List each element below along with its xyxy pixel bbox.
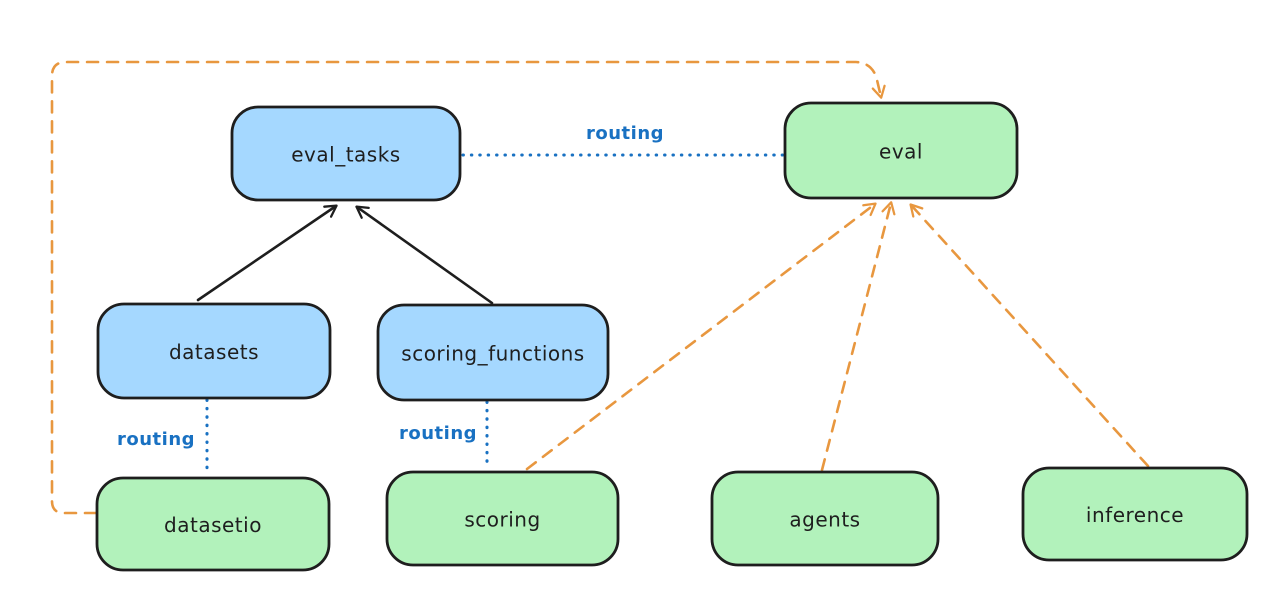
edge-datasets-eval_tasks (196, 204, 338, 302)
edge-scoring-eval (525, 202, 877, 471)
edge-label-eval_tasks-eval: routing (586, 123, 664, 144)
node-scoring: scoring (385, 470, 620, 567)
node-datasets: datasets (96, 302, 332, 400)
edge-scoring_functions-eval_tasks (355, 205, 494, 305)
node-scoring_functions: scoring_functions (376, 303, 610, 402)
node-agents: agents (710, 470, 940, 567)
node-label-eval_tasks: eval_tasks (291, 143, 400, 167)
node-label-datasets: datasets (169, 340, 259, 364)
node-label-agents: agents (789, 508, 860, 532)
edge-agents-eval (820, 201, 896, 472)
node-label-eval: eval (879, 140, 923, 164)
edge-label-scoring_functions-scoring: routing (399, 423, 477, 444)
node-label-scoring_functions: scoring_functions (401, 342, 584, 366)
node-datasetio: datasetio (95, 476, 331, 572)
node-eval_tasks: eval_tasks (230, 105, 462, 202)
node-label-inference: inference (1086, 503, 1184, 527)
node-eval: eval (783, 101, 1019, 200)
edge-inference-eval (909, 203, 1150, 468)
edge-label-datasets-datasetio: routing (117, 429, 195, 450)
node-label-datasetio: datasetio (164, 513, 262, 537)
node-inference: inference (1021, 466, 1249, 562)
node-label-scoring: scoring (464, 508, 540, 532)
edge-datasetio-eval (50, 60, 886, 515)
